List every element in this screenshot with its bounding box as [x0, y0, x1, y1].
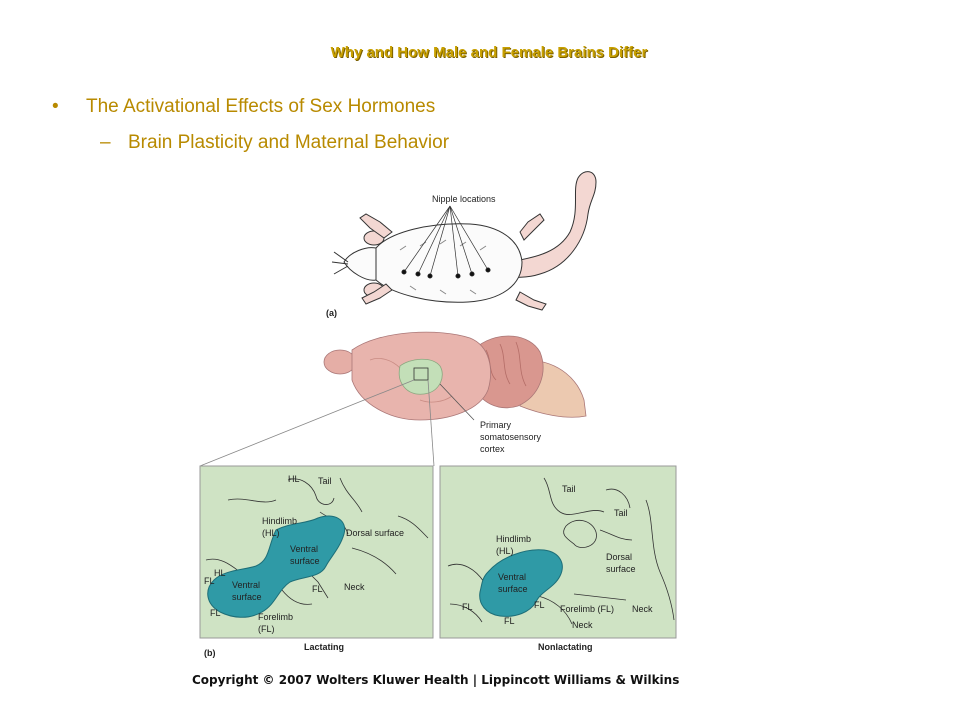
lact-hl-left: HL — [214, 568, 226, 578]
nonlact-fl-bottom: FL — [504, 616, 515, 626]
nonlact-hindlimb-1: Hindlimb — [496, 534, 531, 544]
panel-b-label: (b) — [204, 648, 216, 658]
nonlact-tail-right: Tail — [614, 508, 628, 518]
lact-neck: Neck — [344, 582, 365, 592]
slide-title: Why and How Male and Female Brains Diffe… — [330, 44, 648, 61]
lact-tail: Tail — [318, 476, 332, 486]
nonlactating-map-lines — [447, 477, 675, 625]
cortex-label-3: cortex — [480, 444, 505, 454]
zoom-line-right — [427, 379, 435, 467]
lact-hindlimb-2: (HL) — [262, 528, 280, 538]
zoom-line-left — [199, 379, 415, 467]
nonlactating-panel — [439, 465, 677, 639]
cortex-label-1: Primary — [480, 420, 511, 430]
lact-ventral-upper-2: surface — [290, 556, 320, 566]
nonlact-tail-top: Tail — [562, 484, 576, 494]
lactating-caption: Lactating — [304, 642, 344, 652]
lact-hl-top: HL — [288, 474, 300, 484]
lact-fl-bottom: FL — [210, 608, 221, 618]
lact-dorsal: Dorsal surface — [346, 528, 404, 538]
lact-ventral-lower-1: Ventral — [232, 580, 260, 590]
nonlact-neck-right: Neck — [632, 604, 653, 614]
lact-ventral-upper-1: Ventral — [290, 544, 318, 554]
nipple-label: Nipple locations — [432, 194, 496, 204]
somatosensory-patch — [398, 358, 443, 395]
subbullet-text: Brain Plasticity and Maternal Behavior — [128, 132, 450, 153]
lact-ventral-lower-2: surface — [232, 592, 262, 602]
lact-fl-left: FL — [204, 576, 215, 586]
nonlact-dorsal-1: Dorsal — [606, 552, 632, 562]
nipple-markers — [401, 205, 491, 279]
nonlact-ventral-2: surface — [498, 584, 528, 594]
nonlact-ventral-1: Ventral — [498, 572, 526, 582]
copyright-notice: Copyright © 2007 Wolters Kluwer Health |… — [192, 673, 680, 687]
bullet-item: • The Activational Effects of Sex Hormone… — [52, 96, 435, 118]
nonlact-fl-mid: FL — [534, 600, 545, 610]
lact-fl-mid: FL — [312, 584, 323, 594]
cortex-region-box — [413, 367, 429, 381]
nonlact-dorsal-2: surface — [606, 564, 636, 574]
subbullet-item: –Brain Plasticity and Maternal Behavior — [100, 132, 449, 154]
panel-a-label: (a) — [326, 308, 337, 318]
bullet-text: The Activational Effects of Sex Hormones — [86, 96, 436, 117]
nonlact-forelimb: Forelimb (FL) — [560, 604, 614, 614]
nonlactating-caption: Nonlactating — [538, 642, 593, 652]
nonlact-neck-bottom: Neck — [572, 620, 593, 630]
subbullet-mark: – — [100, 132, 111, 153]
nonlact-fl-left: FL — [462, 602, 473, 612]
bullet-mark: • — [52, 96, 59, 117]
cortex-label-2: somatosensory — [480, 432, 542, 442]
lactating-ventral-region — [207, 515, 346, 618]
lact-forelimb-2: (FL) — [258, 624, 275, 634]
nonlactating-ventral-region — [479, 549, 563, 617]
nonlact-hindlimb-2: (HL) — [496, 546, 514, 556]
rat-illustration — [331, 171, 597, 311]
brain-illustration — [323, 331, 587, 421]
lact-hindlimb-1: Hindlimb — [262, 516, 297, 526]
lact-forelimb-1: Forelimb — [258, 612, 293, 622]
